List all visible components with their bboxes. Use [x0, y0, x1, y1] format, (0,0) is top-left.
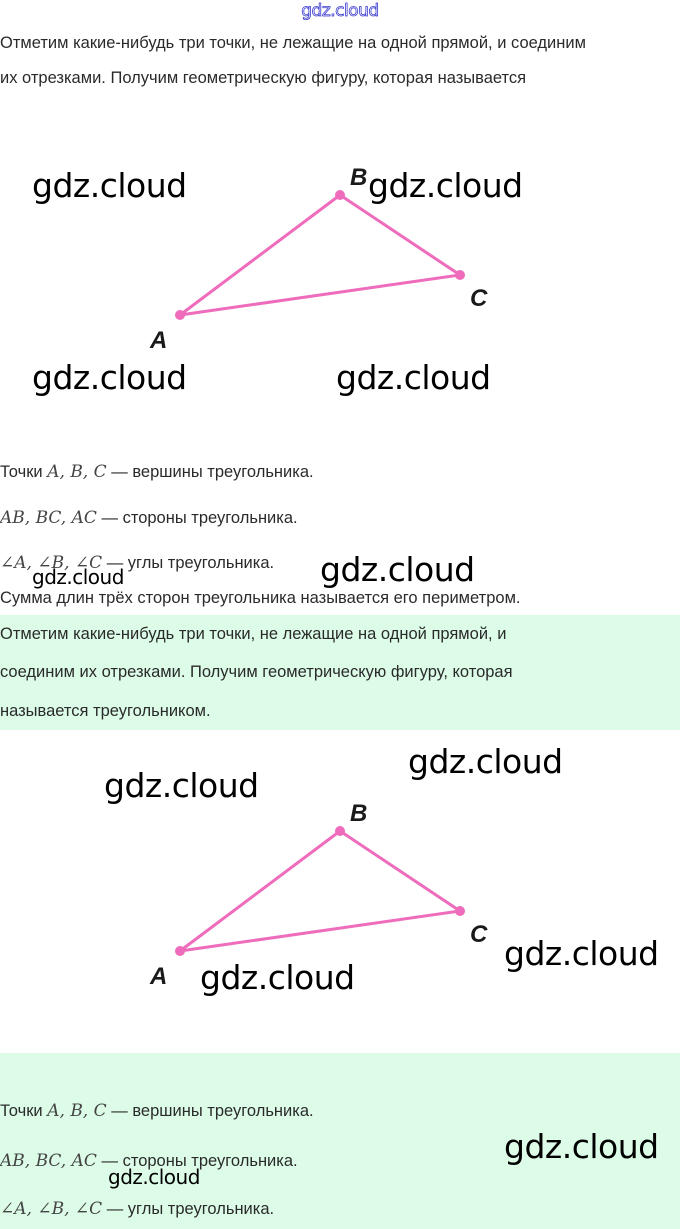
triangle — [179, 193, 465, 317]
watermark: gdz.cloud — [301, 1, 380, 22]
text: Точки — [0, 463, 43, 481]
watermark: gdz.cloud — [104, 766, 259, 805]
summary-box: Точки A, B, C — вершины треугольника. AB… — [0, 1053, 680, 1229]
math: ∠A, ∠B, ∠C — [0, 1199, 103, 1219]
watermark: gdz.cloud — [320, 550, 475, 589]
math: ∠A, ∠B, ∠C — [0, 553, 103, 573]
vertex-a — [175, 946, 185, 956]
vertex-c — [455, 270, 465, 280]
math: AB, BC, AC — [0, 508, 97, 528]
vertices-line: Точки A, B, C — вершины треугольника. — [0, 1101, 314, 1121]
definition-line-2: соединим их отрезками. Получим геометрич… — [0, 663, 513, 681]
watermark: gdz.cloud — [504, 1127, 659, 1166]
sides-line: AB, BC, AC — стороны треугольника. — [0, 508, 298, 528]
perimeter-text: Сумма длин трёх сторон треугольника назы… — [0, 589, 521, 607]
text: — стороны треугольника. — [101, 509, 298, 527]
intro-line-2: их отрезками. Получим геометрическую фиг… — [0, 69, 527, 87]
vertex-a — [175, 310, 185, 320]
vertex-b — [335, 190, 345, 200]
label-b: B — [350, 164, 367, 191]
math: AB, BC, AC — [0, 1151, 97, 1171]
definition-box: Отметим какие-нибудь три точки, не лежащ… — [0, 615, 680, 730]
triangle-figure-2: A B C — [149, 800, 488, 990]
watermark: gdz.cloud — [32, 166, 187, 205]
text: — углы треугольника. — [106, 1200, 275, 1218]
text: — стороны треугольника. — [101, 1152, 298, 1170]
label-a: A — [149, 963, 167, 990]
math: A, B, C — [47, 1101, 107, 1121]
angles-line: ∠A, ∠B, ∠C — углы треугольника. — [0, 1199, 274, 1219]
watermark: gdz.cloud — [504, 934, 659, 973]
vertex-c — [455, 906, 465, 916]
triangle — [179, 829, 465, 953]
triangle-figure-1: A B C — [149, 164, 488, 354]
vertices-line: Точки A, B, C — вершины треугольника. — [0, 462, 314, 482]
text: — углы треугольника. — [106, 554, 275, 572]
watermark: gdz.cloud — [336, 358, 491, 397]
label-a: A — [149, 327, 167, 354]
watermark: gdz.cloud — [200, 958, 355, 997]
label-c: C — [470, 921, 488, 948]
definition-line-3: называется треугольником. — [0, 702, 211, 720]
vertex-b — [335, 826, 345, 836]
watermark: gdz.cloud — [108, 1165, 200, 1189]
math: A, B, C — [47, 462, 107, 482]
angles-line: ∠A, ∠B, ∠C — углы треугольника. — [0, 553, 274, 573]
watermark: gdz.cloud — [368, 166, 523, 205]
watermark: gdz.cloud — [408, 742, 563, 781]
watermark: gdz.cloud — [32, 565, 124, 589]
watermark: gdz.cloud — [32, 358, 187, 397]
text: — вершины треугольника. — [111, 463, 314, 481]
label-c: C — [470, 285, 488, 312]
text: — вершины треугольника. — [111, 1102, 314, 1120]
label-b: B — [350, 800, 367, 827]
intro-line-1: Отметим какие-нибудь три точки, не лежащ… — [0, 34, 586, 52]
sides-line: AB, BC, AC — стороны треугольника. — [0, 1151, 298, 1171]
definition-line-1: Отметим какие-нибудь три точки, не лежащ… — [0, 625, 507, 643]
text: Точки — [0, 1102, 43, 1120]
